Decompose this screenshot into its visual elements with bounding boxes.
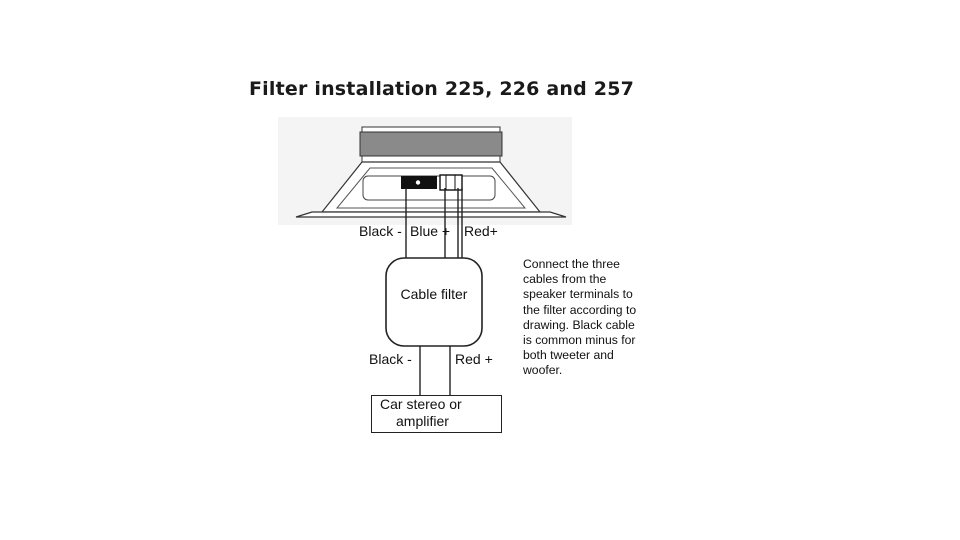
label-red-plus-top: Red+	[464, 223, 498, 239]
label-black-minus-bottom: Black -	[369, 351, 412, 367]
instruction-line: both tweeter and	[523, 348, 614, 363]
speaker-terminal-plus	[439, 174, 463, 191]
amplifier-box	[371, 395, 502, 433]
amplifier-label-line1: Car stereo or	[380, 396, 462, 412]
label-blue-plus: Blue +	[410, 223, 450, 239]
instruction-line: woofer.	[523, 363, 563, 378]
instruction-line: is common minus for	[523, 333, 636, 348]
speaker-magnet-base	[361, 155, 501, 163]
speaker-flange	[295, 211, 567, 218]
speaker-magnet	[359, 131, 503, 157]
terminal-screw-icon	[415, 180, 421, 185]
instruction-line: Connect the three	[523, 257, 620, 271]
instruction-line: cables from the	[523, 272, 607, 287]
diagram-title: Filter installation 225, 226 and 257	[249, 78, 635, 100]
cable-filter-box	[385, 257, 483, 347]
speaker-illustration	[278, 117, 572, 225]
amplifier-label: Car stereo or amplifier	[380, 396, 462, 430]
cable-filter-label: Cable filter	[401, 286, 468, 302]
instruction-line: speaker terminals to	[523, 287, 633, 302]
installation-instructions: Connect the three cables from the speake…	[523, 257, 663, 379]
instruction-line: drawing. Black cable	[523, 317, 635, 332]
amplifier-label-line2: amplifier	[396, 413, 449, 429]
label-red-plus-bottom: Red +	[455, 351, 493, 367]
amplifier-wires	[419, 346, 451, 395]
label-black-minus-top: Black -	[359, 223, 402, 239]
speaker-wires	[405, 188, 463, 262]
instruction-line: the filter according to	[523, 302, 637, 317]
speaker-basket-inner	[335, 167, 527, 209]
